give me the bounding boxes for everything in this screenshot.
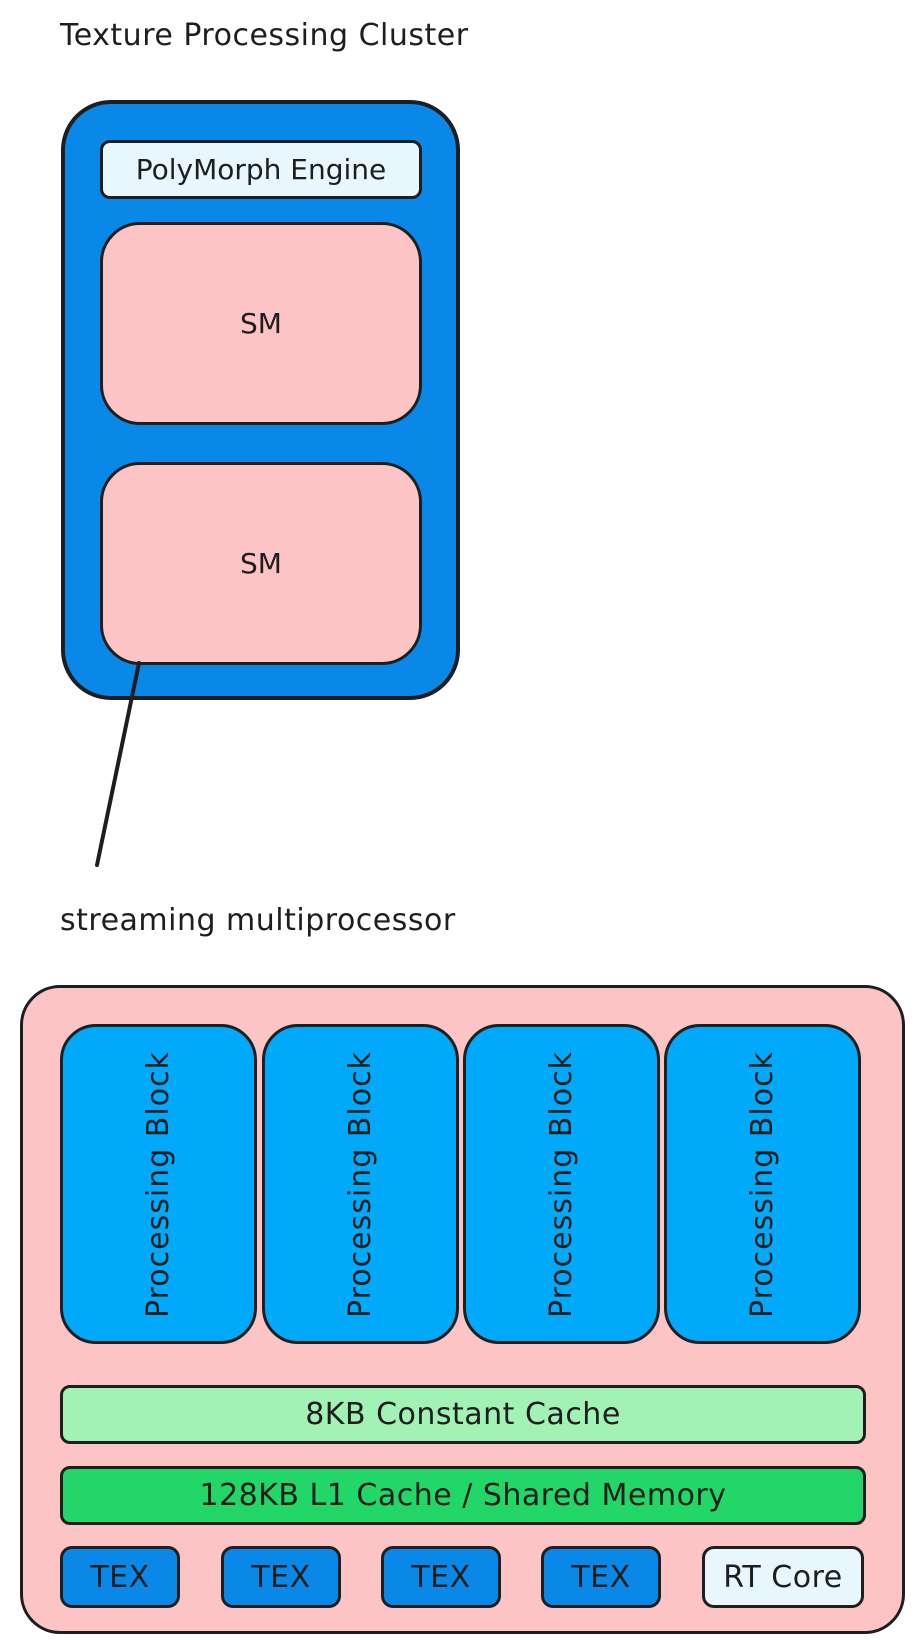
processing-block-label: Processing Block	[745, 1050, 780, 1318]
tex-unit-3: TEX	[381, 1546, 501, 1608]
processing-block-2: Processing Block	[262, 1024, 459, 1344]
processing-block-1: Processing Block	[60, 1024, 257, 1344]
processing-block-3: Processing Block	[463, 1024, 660, 1344]
polymorph-engine: PolyMorph Engine	[100, 140, 422, 199]
processing-block-label: Processing Block	[141, 1050, 176, 1318]
tex-unit-4: TEX	[541, 1546, 661, 1608]
processing-block-label: Processing Block	[544, 1050, 579, 1318]
tpc-title: Texture Processing Cluster	[60, 18, 469, 53]
sm-box-2: SM	[100, 462, 422, 665]
tex-unit-2: TEX	[221, 1546, 341, 1608]
constant-cache: 8KB Constant Cache	[60, 1385, 866, 1444]
processing-block-label: Processing Block	[343, 1050, 378, 1318]
l1-cache-shared-memory: 128KB L1 Cache / Shared Memory	[60, 1466, 866, 1525]
sm-title: streaming multiprocessor	[60, 903, 456, 938]
sm-box-1: SM	[100, 222, 422, 425]
rt-core: RT Core	[702, 1546, 864, 1608]
processing-block-4: Processing Block	[664, 1024, 861, 1344]
tex-unit-1: TEX	[60, 1546, 180, 1608]
